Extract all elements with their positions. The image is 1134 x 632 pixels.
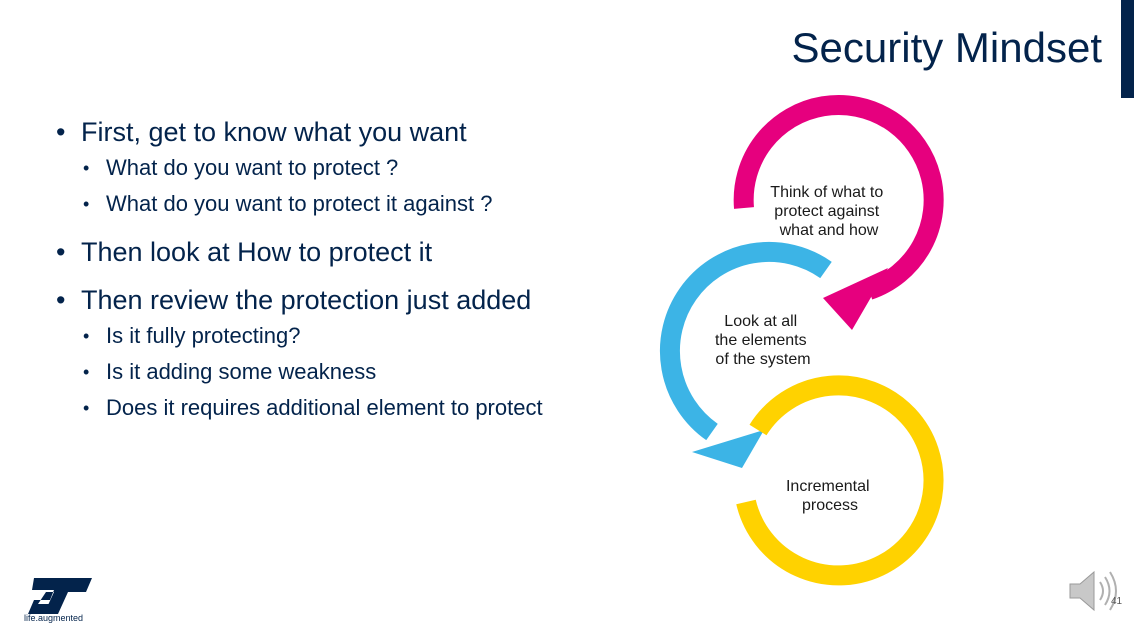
cycle-label-line: the elements bbox=[715, 332, 807, 349]
cycle-ring-blue bbox=[660, 242, 832, 441]
cycle-label-line: Think of what to bbox=[770, 184, 883, 201]
cycle-label-line: Look at all bbox=[724, 313, 797, 330]
cycle-label-line: process bbox=[802, 497, 858, 514]
sub-bullet-item: Does it requires additional element to p… bbox=[81, 390, 636, 426]
sub-bullet-item: Is it adding some weakness bbox=[81, 354, 636, 390]
accent-bar bbox=[1121, 0, 1134, 98]
cycle-step-2: Look at all the elements of the system bbox=[660, 242, 832, 468]
cycle-step-1: Think of what to protect against what an… bbox=[733, 95, 944, 330]
cycle-step-3: Incremental process bbox=[736, 375, 944, 586]
cycle-ring-magenta bbox=[733, 95, 944, 300]
page-number: 41 bbox=[1111, 596, 1123, 607]
sub-bullet-item: Is it fully protecting? bbox=[81, 318, 636, 354]
svg-text:Look at all the elemen: Look at all the elements of the system bbox=[715, 313, 811, 368]
bullet-list: First, get to know what you want What do… bbox=[56, 114, 636, 426]
slide-title: Security Mindset bbox=[791, 24, 1102, 71]
brand-tagline: life.augmented bbox=[24, 613, 84, 623]
speaker-icon[interactable] bbox=[1064, 566, 1124, 616]
sub-bullet-item: What do you want to protect it against ? bbox=[81, 186, 636, 222]
cycle-label-line: what and how bbox=[779, 222, 879, 239]
cycle-ring-yellow bbox=[736, 375, 944, 586]
bullet-item: First, get to know what you want bbox=[56, 114, 636, 150]
cycle-label-line: Incremental bbox=[786, 478, 870, 495]
bullet-item: Then look at How to protect it bbox=[56, 234, 636, 270]
bullet-item: Then review the protection just added bbox=[56, 282, 636, 318]
svg-text:Incremental process: Incremental process bbox=[786, 478, 874, 514]
sub-bullet-item: What do you want to protect ? bbox=[81, 150, 636, 186]
cycle-label-line: of the system bbox=[715, 351, 810, 368]
cycle-arrow-magenta bbox=[823, 268, 888, 330]
svg-text:Think of what to prote: Think of what to protect against what an… bbox=[770, 184, 887, 239]
cycle-label-line: protect against bbox=[774, 203, 880, 220]
st-logo-icon bbox=[28, 578, 92, 614]
cycle-arrow-blue bbox=[692, 430, 764, 468]
